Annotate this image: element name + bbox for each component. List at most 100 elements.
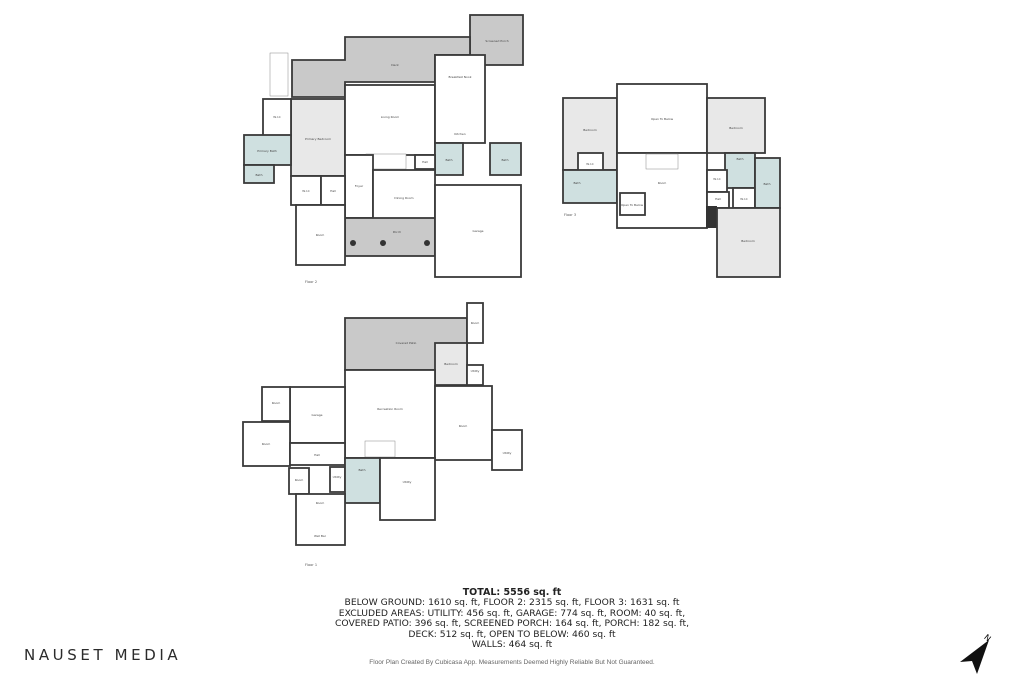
room-primary-bath [243,134,292,166]
room-garage [434,184,522,278]
label-screened-porch: Screened Porch [485,39,508,43]
label-wic: W.I.C [273,115,281,119]
total-area: TOTAL: 5556 sq. ft [462,587,562,598]
room-open-to-below-small [619,192,646,216]
room-bath-far-right [754,157,781,209]
label-kitchen: Kitchen [454,132,465,136]
label-garage: Garage [312,413,323,417]
label-recreation-room: Recreation Room [377,407,403,411]
room-bath [344,457,381,504]
room-bedroom [434,342,468,386]
label-garage: Garage [473,229,484,233]
room-bedroom-bottom [716,207,781,278]
label-utility: Utility [503,451,512,455]
label-bedroom: Bedroom [729,126,743,130]
room-room [295,204,346,266]
label-open-to-below: Open To Below [621,203,644,207]
label-hall: Hall [422,160,428,164]
label-foyer: Foyer [355,184,364,188]
room-bath-right [489,142,522,176]
wall-block [706,206,717,228]
room-wic-mid [706,169,728,193]
room-narrow [466,302,484,344]
floor-label: Floor 2 [305,280,317,284]
room-bath-left [562,169,618,204]
floor-label: Floor 1 [305,563,317,567]
label-room: Room [295,478,304,482]
room-bedroom-right [706,97,766,154]
label-hall: Hall [715,197,721,201]
label-room: Room [262,442,271,446]
compass-north-label: N [982,633,992,644]
label-wic: W.I.C [586,162,594,166]
label-hall: Hall [314,453,320,457]
label-bath: Bath [737,157,744,161]
label-hall: Hall [330,189,336,193]
room-left-top [261,386,291,422]
label-bath: Bath [359,468,366,472]
label-utility: Utility [333,475,342,479]
label-porch: Porch [393,230,401,234]
label-room: Room [272,401,281,405]
room-hall-lower [320,175,346,206]
label-deck: Deck [391,63,399,67]
summary-line: DECK: 512 sq. ft, OPEN TO BELOW: 460 sq.… [408,628,616,640]
porch-column [380,240,386,246]
room-utility-center [379,457,436,521]
label-utility: Utility [403,480,412,484]
area-summary: TOTAL: 5556 sq. ft BELOW GROUND: 1610 sq… [262,587,762,651]
room-bottom [295,493,346,546]
room-living [344,84,436,156]
room-bath-center [434,142,464,176]
exterior-stairs [269,52,289,97]
stairs [364,440,396,458]
room-wic-upper [262,98,292,137]
floor-3-plan: Bedroom W.I.C Bath Open To Below Room Op… [562,83,781,278]
room-open-to-below [616,83,708,154]
label-room: Room [658,181,667,185]
label-bath: Bath [502,158,509,162]
label-room: Room [316,233,325,237]
room-porch [344,217,436,257]
label-bath: Bath [446,158,453,162]
label-utility: Utility [471,369,480,373]
label-bedroom: Bedroom [741,239,755,243]
room-kitchen [434,54,486,144]
below-ground-plan: Covered Patio Room Bedroom Utility Room … [242,302,523,567]
north-arrow-icon: N [960,633,993,674]
room-utility-small2 [329,466,346,493]
label-bath: Bath [764,182,771,186]
porch-column [424,240,430,246]
disclaimer: Floor Plan Created By Cubicasa App. Meas… [369,659,655,666]
room-utility-right [491,429,523,471]
summary-line: EXCLUDED AREAS: UTILITY: 456 sq. ft, GAR… [338,607,686,619]
label-wic: W.I.C [740,197,748,201]
label-primary-bath: Primary Bath [257,149,277,153]
label-covered-patio: Covered Patio [396,341,417,345]
room-bath-primary-wc [243,164,275,184]
summary-line: WALLS: 464 sq. ft [471,639,553,651]
label-room: Room [471,321,480,325]
label-primary-bedroom: Primary Bedroom [305,137,331,141]
label-room: Room [316,501,325,505]
label-wic: W.I.C [302,189,310,193]
label-bedroom: Bedroom [583,128,597,132]
porch-column [350,240,356,246]
label-living-room: Living Room [381,115,399,119]
stairs [645,153,679,170]
summary-line: COVERED PATIO: 396 sq. ft, SCREENED PORC… [334,618,690,630]
summary-line: BELOW GROUND: 1610 sq. ft, FLOOR 2: 2315… [344,597,680,609]
floor-2-plan: Screened Porch Deck Breakfast Nook Prima… [243,14,524,284]
label-bath: Bath [256,173,263,177]
label-bedroom: Bedroom [444,362,458,366]
room-right [434,385,493,461]
label-open-to-below: Open To Below [651,117,674,121]
room-hall [289,442,346,466]
label-wet-bar: Wet Bar [314,534,327,538]
room-hall-center [414,154,436,170]
room-utility-small [466,364,484,386]
label-breakfast-nook: Breakfast Nook [449,75,472,79]
label-wic: W.I.C [713,177,721,181]
label-room: Room [459,424,468,428]
